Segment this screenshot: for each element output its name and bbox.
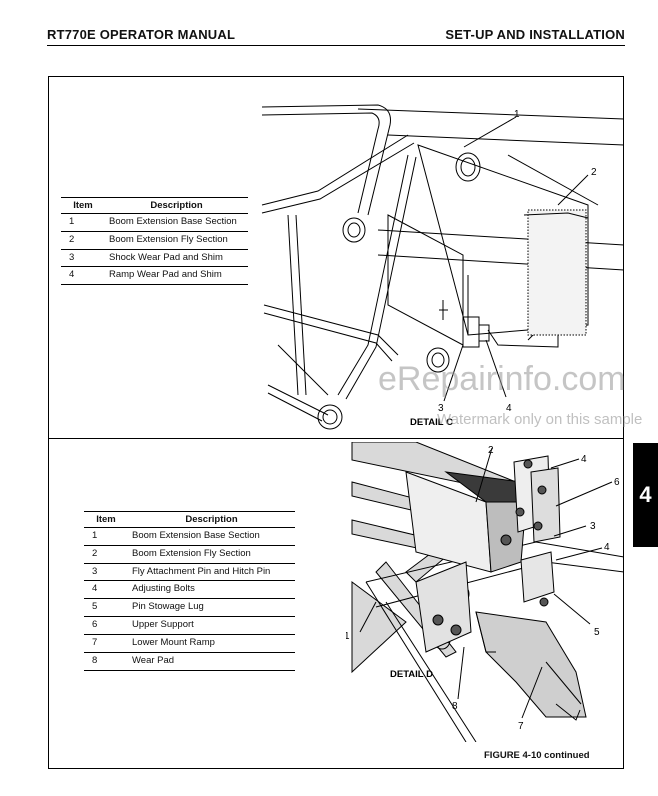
item-column-header: Item: [84, 511, 128, 528]
item-description: Pin Stowage Lug: [128, 598, 295, 618]
chapter-tab: 4: [633, 443, 658, 547]
detail-c-illustration: 1 2 3 4 DETAIL C: [261, 104, 624, 430]
item-number: 4: [61, 266, 105, 286]
description-column-header: Description: [105, 197, 248, 214]
item-number: 5: [84, 598, 128, 618]
item-number: 8: [84, 652, 128, 671]
item-number: 3: [84, 563, 128, 582]
manual-title: RT770E OPERATOR MANUAL: [47, 27, 236, 42]
callout-4-upper: 4: [581, 454, 587, 465]
item-description: Shock Wear Pad and Shim: [105, 249, 248, 268]
item-column-header: Item: [61, 197, 105, 214]
watermark-main: eRepairinfo.com: [378, 360, 626, 398]
figure-frame: [48, 76, 624, 769]
item-number: 1: [84, 527, 128, 546]
item-description: Lower Mount Ramp: [128, 634, 295, 653]
callout-7: 7: [518, 721, 524, 732]
watermark-sub: Watermark only on this sample: [437, 411, 643, 428]
callout-1: 1: [514, 109, 520, 120]
item-number: 4: [84, 580, 128, 600]
shock-wear-pad-plate: [387, 214, 490, 348]
detail-d-illustration: 2 4 6 3 4 1 5 8 7 DETAIL D: [346, 442, 624, 742]
item-description: Adjusting Bolts: [128, 580, 295, 600]
detail-d-label: DETAIL D: [390, 669, 433, 680]
table-header-row: Item Description: [61, 197, 248, 214]
item-description: Fly Attachment Pin and Hitch Pin: [128, 563, 295, 582]
item-number: 3: [61, 249, 105, 268]
item-description: Boom Extension Base Section: [105, 213, 248, 232]
callout-2: 2: [488, 445, 494, 456]
lower-mount-ramp: [475, 611, 587, 721]
description-column-header: Description: [128, 511, 295, 528]
callout-leaders: [359, 447, 613, 719]
item-description: Boom Extension Base Section: [128, 527, 295, 546]
boom-base-section: [365, 581, 477, 742]
callout-8: 8: [452, 701, 458, 712]
figure-caption: FIGURE 4-10 continued: [484, 750, 590, 761]
callout-leaders: [443, 116, 589, 402]
callout-3: 3: [438, 403, 444, 414]
boom-fly-section: [417, 144, 599, 348]
item-number: 7: [84, 634, 128, 653]
item-description: Boom Extension Fly Section: [128, 545, 295, 564]
item-number: 6: [84, 616, 128, 635]
figure-divider: [48, 438, 624, 439]
callout-1: 1: [346, 631, 350, 642]
callout-3: 3: [590, 521, 596, 532]
item-description: Boom Extension Fly Section: [105, 231, 248, 250]
callout-4: 4: [506, 403, 512, 414]
item-description: Upper Support: [128, 616, 295, 635]
upper-support: [500, 455, 561, 546]
section-title: SET-UP AND INSTALLATION: [445, 27, 625, 42]
item-number: 1: [61, 213, 105, 232]
boom-fly-section: [405, 471, 527, 573]
item-number: 2: [61, 231, 105, 250]
callout-6: 6: [614, 477, 620, 488]
callout-4-lower: 4: [604, 542, 610, 553]
item-description: Ramp Wear Pad and Shim: [105, 266, 248, 286]
detail-c-label: DETAIL C: [410, 417, 453, 428]
callout-5: 5: [594, 627, 600, 638]
callout-2: 2: [591, 167, 597, 178]
item-number: 2: [84, 545, 128, 564]
item-description: Wear Pad: [128, 652, 295, 671]
table-header-row: Item Description: [84, 511, 295, 528]
header-rule: [47, 45, 625, 46]
lower-mount: [415, 551, 555, 653]
lattice-frame: [261, 104, 417, 422]
